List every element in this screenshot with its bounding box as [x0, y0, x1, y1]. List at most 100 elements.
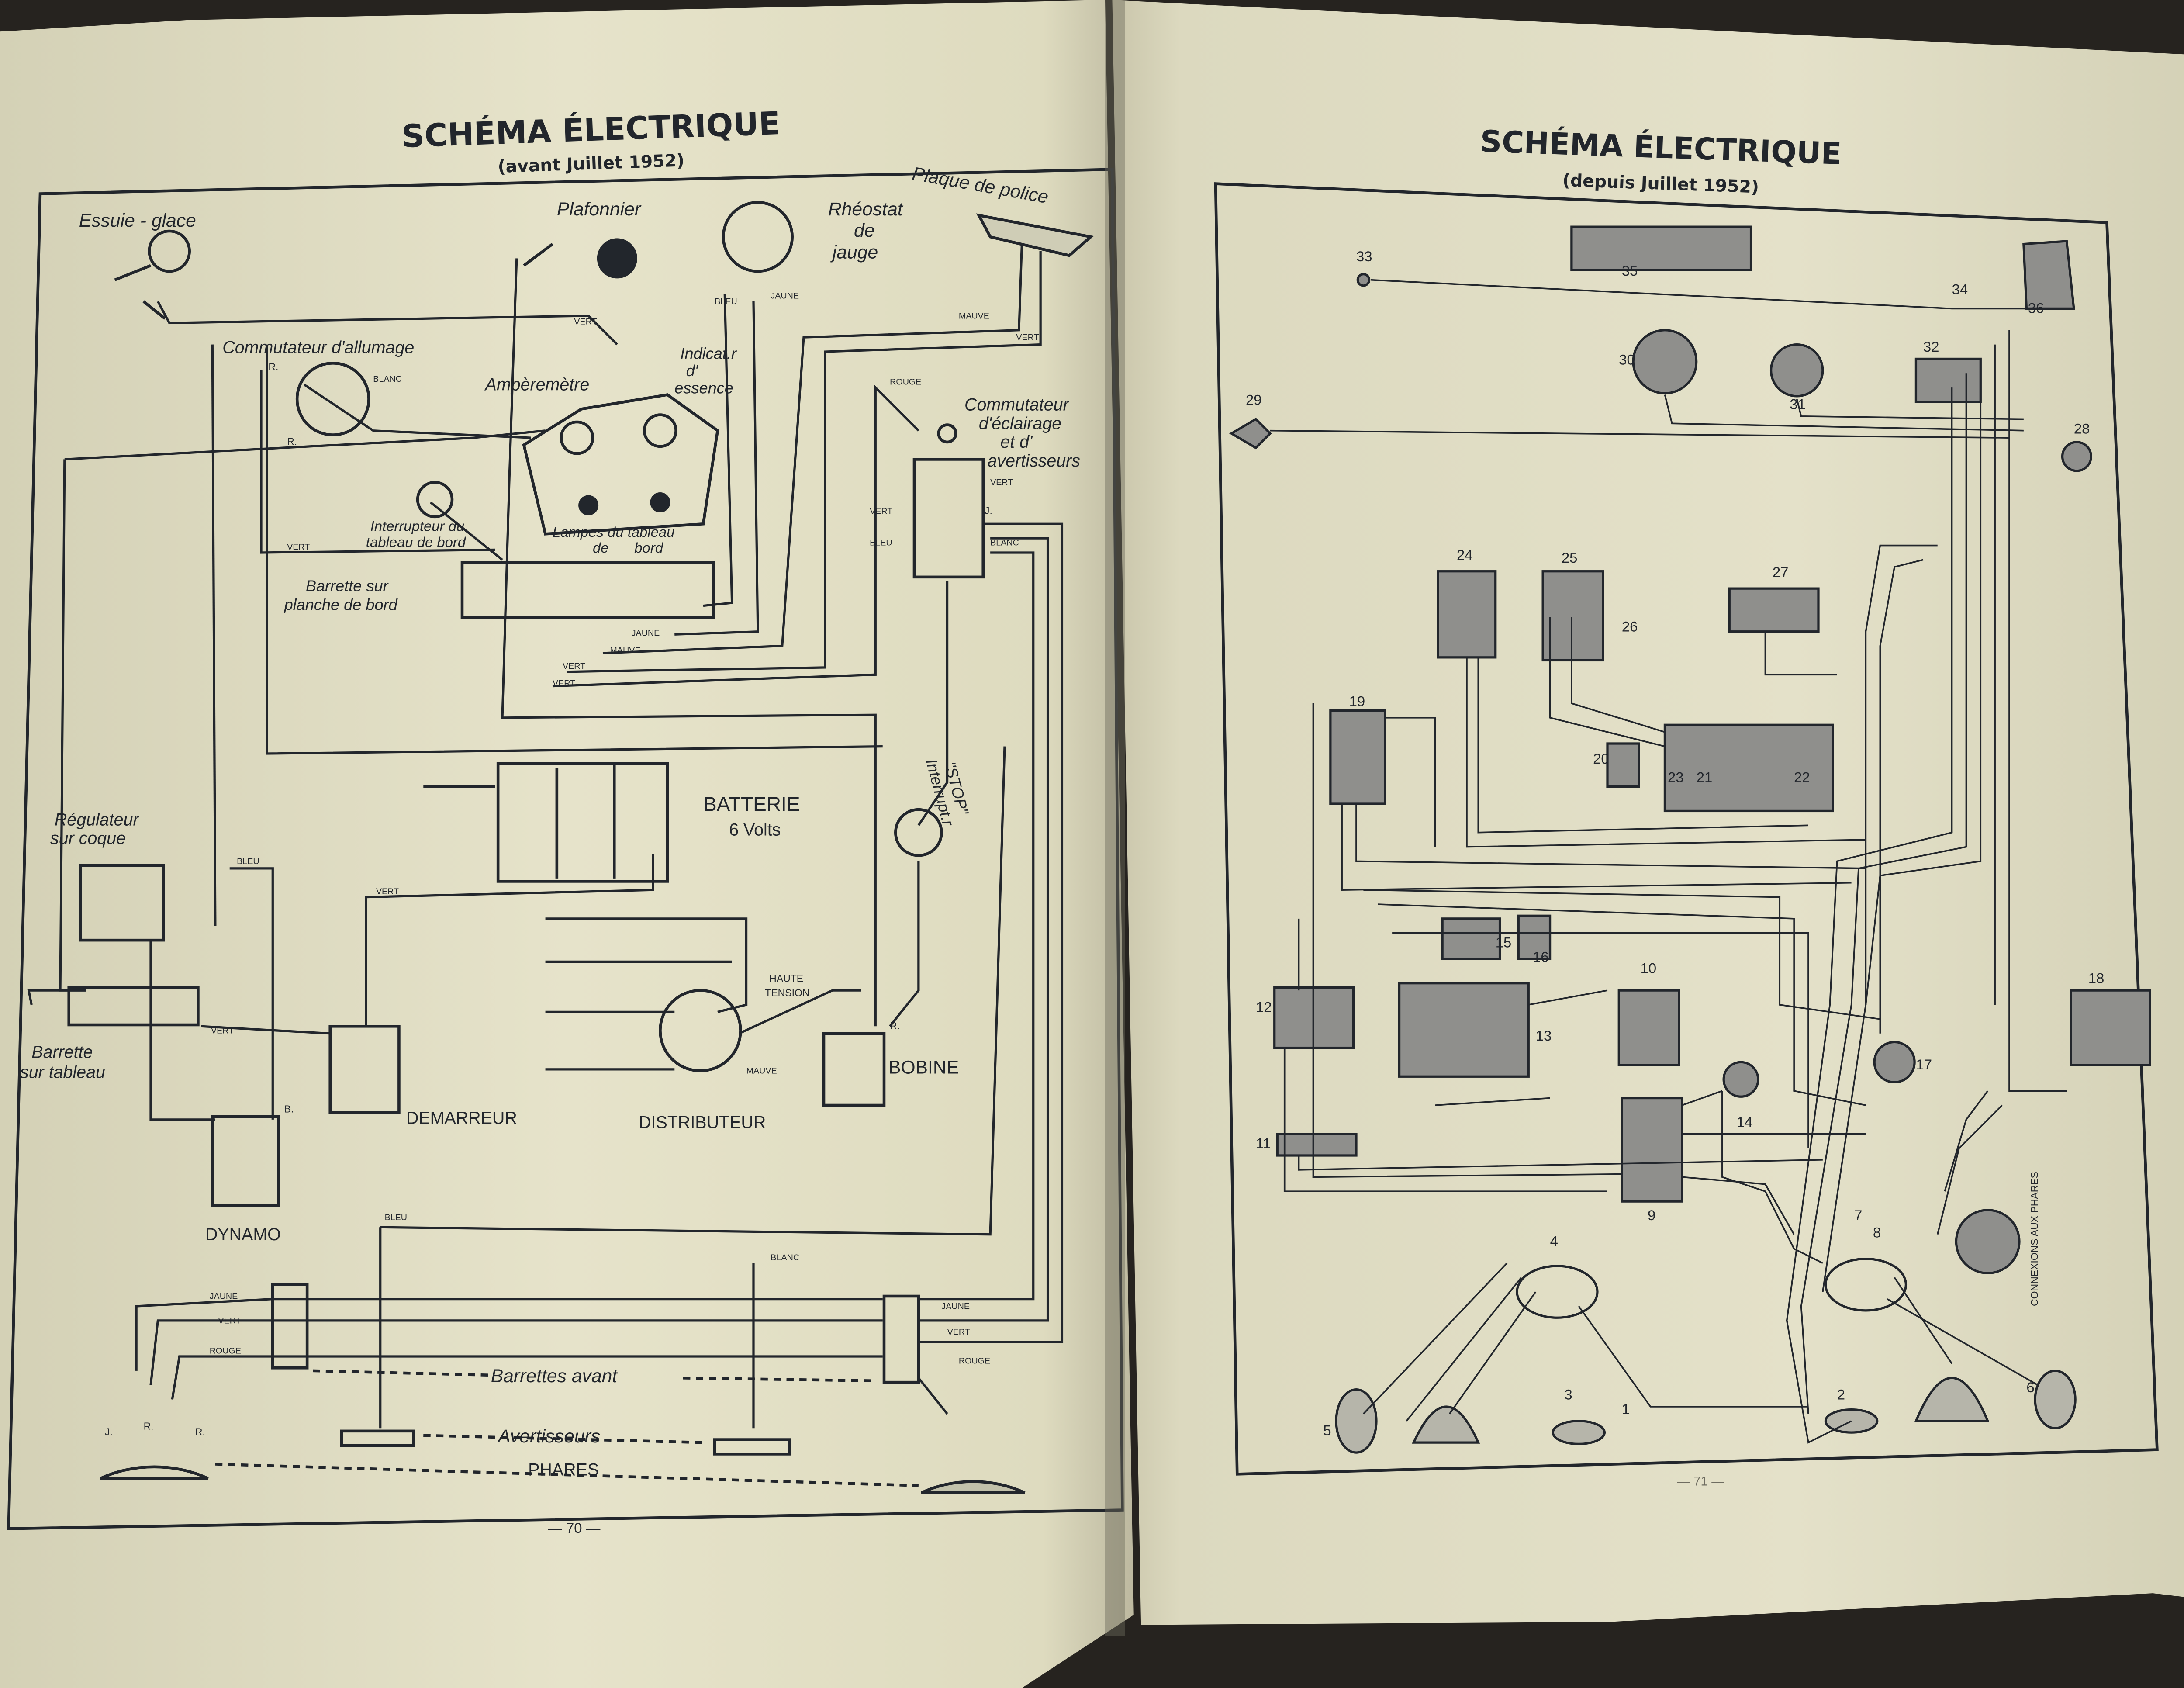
label-rheostat-3: jauge [830, 242, 878, 263]
label-barrette-tableau-2: sur tableau [20, 1063, 105, 1082]
svg-text:VERT: VERT [563, 661, 585, 671]
svg-text:32: 32 [1923, 339, 1939, 355]
regulateur [79, 864, 165, 942]
svg-text:14: 14 [1737, 1114, 1753, 1130]
label-haute-tension-1: HAUTE [769, 972, 803, 984]
label-barrette-planche-1: Barrette sur [306, 577, 389, 595]
label-avertisseurs: Avertisseurs [497, 1426, 600, 1447]
left-wiring [27, 244, 1064, 1429]
right-components [1229, 225, 2151, 1454]
svg-text:BLANC: BLANC [990, 538, 1019, 548]
svg-text:VERT: VERT [870, 506, 892, 516]
svg-text:23: 23 [1668, 769, 1684, 785]
barrette-avant-right [882, 1294, 920, 1384]
svg-text:19: 19 [1349, 693, 1365, 709]
label-plafonnier: Plafonnier [557, 199, 642, 220]
svg-text:JAUNE: JAUNE [771, 291, 799, 301]
right-diagram-frame [1214, 182, 2159, 1476]
label-batterie-volts: 6 Volts [729, 820, 781, 839]
svg-text:VERT: VERT [211, 1026, 234, 1036]
component-connexions-phares [1955, 1209, 2021, 1275]
label-barrette-planche-2: planche de bord [284, 595, 398, 613]
barrette-tableau [67, 986, 200, 1027]
component-5 [1335, 1388, 1378, 1454]
component-21-23 [1663, 723, 1834, 813]
component-4-left [1516, 1265, 1599, 1319]
component-3 [1552, 1420, 1606, 1446]
label-indicateur-3: essence [674, 379, 733, 397]
svg-text:VERT: VERT [990, 478, 1013, 488]
distributeur [659, 989, 742, 1072]
label-interrupteur-tableau-2: tableau de bord [366, 534, 467, 550]
label-demarreur: DEMARREUR [406, 1109, 517, 1128]
avertisseur-droit [713, 1438, 791, 1456]
svg-text:R.: R. [195, 1426, 205, 1438]
book-spine [1105, 0, 1125, 1636]
label-indicateur-1: Indicat.r [680, 344, 737, 362]
component-13 [1398, 982, 1530, 1078]
label-phares: PHARES [528, 1460, 599, 1480]
svg-text:2: 2 [1837, 1387, 1845, 1403]
svg-text:R.: R. [144, 1421, 154, 1432]
label-bobine: BOBINE [888, 1057, 959, 1078]
svg-text:6: 6 [2026, 1379, 2034, 1395]
svg-text:24: 24 [1457, 547, 1473, 563]
left-page: SCHÉMA ÉLECTRIQUE (avant Juillet 1952) [0, 0, 1134, 1688]
label-lampes-tableau-3: bord [634, 540, 663, 556]
component-9 [1621, 1097, 1683, 1203]
svg-text:J.: J. [985, 505, 992, 516]
svg-text:30: 30 [1619, 352, 1635, 368]
commutateur-allumage [295, 362, 370, 436]
left-diagram-frame [7, 168, 1124, 1530]
svg-text:B.: B. [284, 1103, 294, 1114]
label-haute-tension-2: TENSION [765, 987, 809, 998]
svg-text:ROUGE: ROUGE [210, 1346, 241, 1356]
component-11 [1276, 1133, 1358, 1157]
svg-text:31: 31 [1790, 396, 1806, 412]
plafonnier-lamp [597, 238, 637, 279]
right-page-paper [1112, 0, 2184, 1625]
svg-text:8: 8 [1873, 1224, 1881, 1240]
essuie-glace-motor [148, 229, 191, 273]
svg-text:JAUNE: JAUNE [210, 1292, 238, 1301]
component-33 [1356, 273, 1371, 287]
left-wire-tags: VERT BLANC VERT BLEU JAUNE MAUVE VERT RO… [105, 291, 1039, 1437]
svg-text:20: 20 [1593, 751, 1609, 767]
label-barrettes-avant: Barrettes avant [491, 1366, 619, 1387]
svg-text:BLANC: BLANC [771, 1253, 799, 1263]
label-essuie-glace: Essuie - glace [79, 210, 196, 231]
svg-text:R.: R. [287, 436, 297, 447]
component-1-left [1412, 1405, 1480, 1444]
svg-text:BLEU: BLEU [870, 538, 892, 548]
right-wiring [1270, 279, 2067, 1444]
svg-text:7: 7 [1854, 1207, 1862, 1223]
svg-text:VERT: VERT [376, 887, 399, 896]
svg-text:18: 18 [2088, 970, 2105, 986]
svg-text:VERT: VERT [553, 679, 575, 688]
phare-gauche [100, 1465, 209, 1480]
svg-text:R.: R. [890, 1020, 900, 1031]
avertisseur-gauche [340, 1429, 415, 1447]
svg-text:25: 25 [1562, 550, 1578, 566]
label-commutateur-eclairage-1: Commutateur [964, 395, 1070, 415]
svg-text:4: 4 [1550, 1233, 1558, 1249]
label-commutateur-allumage: Commutateur d'allumage [222, 338, 414, 357]
bobine [822, 1032, 886, 1107]
svg-text:BLEU: BLEU [237, 857, 259, 866]
svg-text:29: 29 [1246, 392, 1262, 408]
label-interrupteur-tableau-1: Interrupteur du [370, 518, 464, 534]
label-indicateur-2: d' [686, 362, 698, 380]
svg-text:33: 33 [1356, 248, 1372, 264]
svg-text:22: 22 [1794, 769, 1810, 785]
svg-text:VERT: VERT [574, 317, 597, 327]
component-14 [1722, 1061, 1759, 1098]
svg-text:BLEU: BLEU [385, 1213, 407, 1222]
svg-text:21: 21 [1697, 769, 1713, 785]
svg-text:34: 34 [1952, 281, 1968, 297]
component-25 [1541, 570, 1604, 662]
component-31 [1769, 343, 1824, 398]
svg-text:VERT: VERT [218, 1316, 241, 1325]
interrupteur-stop [894, 808, 943, 857]
svg-text:VERT: VERT [287, 542, 310, 552]
